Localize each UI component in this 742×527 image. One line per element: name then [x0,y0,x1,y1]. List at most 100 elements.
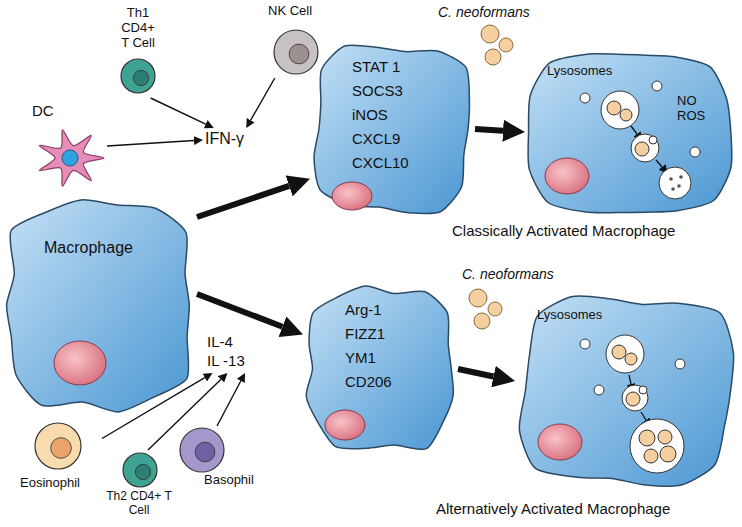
basophil-cell: Basophil [176,426,258,492]
cell-nucleus [289,44,309,64]
cell-outline [7,200,190,412]
vesicle [652,81,662,91]
vesicle [580,93,590,103]
cell-nucleus [332,182,372,210]
vesicle [630,419,684,473]
debris-dot [669,177,673,181]
node-text: Lysosomes [537,308,602,323]
vesicle [690,147,700,157]
node-text: Basophil [204,473,254,488]
secretion-arrow [151,98,206,124]
yeast-cell [612,345,626,359]
vesicle [580,339,590,349]
vesicle [606,335,644,373]
cell-nucleus [133,70,148,85]
vesicle [594,385,604,395]
organism-label: C. neoformans [438,4,530,20]
cell-nucleus [54,341,106,385]
node-text: SOCS3 [352,82,403,99]
node-text: NO ROS [677,94,711,124]
yeast-cell [644,449,658,463]
node-text: STAT 1 [352,58,400,75]
macrophage-cell: Macrophage [2,195,197,415]
cell-nucleus [195,442,215,462]
node-text: Macrophage [44,239,133,257]
node-text: Arg-1 [345,301,382,318]
yeast-cell [469,289,487,307]
cell-outline [35,423,81,469]
node-text: FIZZ1 [345,325,385,342]
yeast-cell [607,101,621,115]
cell-nucleus [325,410,365,440]
vesicle [639,386,647,394]
yeast-cell [660,446,676,462]
yeast-cell [625,353,637,365]
node-text: NK Cell [268,4,312,19]
node-text: Th2 CD4+ T Cell [106,490,172,518]
vesicle [675,359,685,369]
activation-arrow [197,294,282,327]
yeast-cell [488,302,502,316]
yeast-cell [639,430,655,446]
vesicle [622,385,648,411]
panel-caption: Alternatively Activated Macrophage [436,500,670,517]
cell-outline [121,59,155,93]
cell-outline [519,296,733,486]
macrophage-cell: Lysosomes [515,292,739,490]
vesicle [659,167,691,199]
activation-arrow [197,186,289,217]
secretion-arrow [107,141,194,146]
activation-arrow [458,369,493,377]
cell-nucleus [51,438,72,459]
t-cell: Th2 CD4+ T Cell [106,450,176,522]
cell-outline [528,54,732,213]
debris-dot [679,175,683,179]
node-text: Eosinophil [20,476,80,491]
secretion-arrow [217,381,241,426]
cell-outline [123,453,157,487]
cell-nucleus [538,424,582,460]
cell-drawing [2,195,197,415]
node-text: IFN-γ [205,130,244,148]
node-text: DC [32,102,54,119]
cell-outline [306,286,453,449]
cell-outline [314,45,469,213]
node-text: YM1 [345,349,376,366]
dendritic-cell: DC [22,100,107,192]
cytokine-label: IFN-γ [203,128,257,152]
yeast-cell [620,109,632,121]
t-cell: Th1 CD4+ T Cell [110,6,168,98]
node-text: iNOS [352,106,388,123]
debris-dot [671,187,675,191]
activation-arrow [475,129,503,131]
cell-outline [180,428,224,472]
yeast-cell [626,392,640,406]
node-text: Th1 CD4+ T Cell [116,6,160,51]
macrophage-cell: Lysosomes NO ROS [525,48,739,216]
node-text: CD206 [345,373,392,390]
internal-arrow [656,160,662,167]
vesicle [601,91,639,129]
node-text: CXCL10 [352,154,409,171]
cell-outline [39,130,104,186]
node-text: IL -13 [207,352,245,369]
yeast-cell [658,430,672,444]
cell-outline [274,30,318,74]
yeast-cell [481,25,499,43]
yeast-cell [499,38,513,52]
panel-caption: Classically Activated Macrophage [452,222,675,239]
internal-arrow [629,375,631,384]
eosinophil-cell: Eosinophil [18,418,102,500]
internal-arrow [631,126,637,134]
cytokine-label: IL-4IL -13 [205,333,255,373]
node-text: Lysosomes [547,64,612,79]
organism-label: C. neoformans [462,266,554,282]
vesicle [649,136,657,144]
nk-cell: NK Cell [262,4,326,78]
secretion-arrow [251,78,275,120]
debris-dot [677,184,681,188]
cell-nucleus [545,158,589,194]
internal-arrow [641,412,646,420]
yeast-cell [474,313,490,329]
